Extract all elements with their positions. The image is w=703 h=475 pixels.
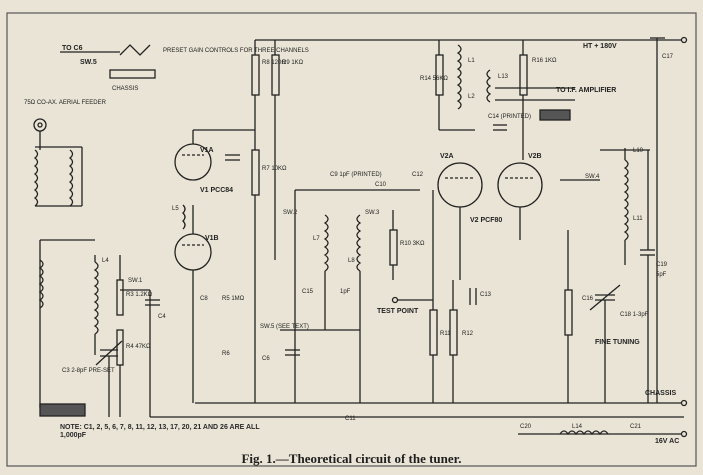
label-preset-gain: PRESET GAIN CONTROLS FOR THREE CHANNELS [163, 48, 309, 54]
label-c8: C8 [200, 296, 208, 302]
label-c9: C9 1pF (PRINTED) [330, 172, 382, 178]
label-c17: C17 [662, 54, 674, 60]
wiring [33, 36, 688, 438]
label-v1: V1 PCC84 [200, 187, 233, 194]
label-c10: C10 [375, 182, 387, 188]
label-l8: L8 [348, 258, 355, 264]
label-sw1: SW.1 [128, 278, 143, 284]
label-sw3: SW.3 [365, 210, 380, 216]
label-v2a: V2A [440, 153, 454, 160]
schematic-border [6, 12, 697, 467]
label-aerial-feeder: 75Ω CO-AX. AERIAL FEEDER [24, 100, 107, 106]
label-l11: L11 [633, 216, 643, 222]
label-r9: R9 1KΩ [282, 60, 304, 66]
label-v2: V2 PCF80 [470, 217, 502, 224]
label-c19: C19 [656, 262, 668, 268]
label-l7: L7 [313, 236, 320, 242]
label-c12: C12 [412, 172, 424, 178]
label-to-if: TO I.F. AMPLIFIER [556, 87, 616, 94]
label-r10: R10 3KΩ [400, 241, 425, 247]
figure-caption: Fig. 1.—Theoretical circuit of the tuner… [241, 451, 462, 466]
label-l1: L1 [468, 58, 475, 64]
label-v2b: V2B [528, 153, 542, 160]
label-r8: R8 120Ω [262, 60, 286, 66]
label-r6: R6 [222, 351, 230, 357]
label-l4: L4 [102, 258, 109, 264]
label-v1a: V1A [200, 147, 214, 154]
label-c11: C11 [345, 416, 356, 422]
label-c14: C14 (PRINTED) [488, 114, 531, 120]
label-16v-ac: 16V AC [655, 438, 679, 445]
label-l10: L10 [633, 148, 644, 154]
label-ht: HT + 180V [583, 43, 617, 50]
label-r5: R5 1MΩ [222, 296, 245, 302]
label-to-c6: TO C6 [62, 45, 83, 52]
label-v1b: V1B [205, 235, 219, 242]
component-note: NOTE: C1, 2, 5, 6, 7, 8, 11, 12, 13, 17,… [60, 424, 260, 439]
label-l2: L2 [468, 94, 475, 100]
label-c13: C13 [480, 292, 492, 298]
label-sw2: SW.2 [283, 210, 298, 216]
label-l14: L14 [572, 424, 583, 430]
label-r4: R4 47KΩ [126, 344, 151, 350]
label-r16: R16 1KΩ [532, 58, 557, 64]
label-c4: C4 [158, 314, 166, 320]
label-fine-tuning: FINE TUNING [595, 339, 640, 346]
label-5pf: 5pF [656, 272, 667, 278]
component-labels: TO C6 SW.5 PRESET GAIN CONTROLS FOR THRE… [24, 43, 679, 445]
label-l5: L5 [172, 206, 179, 212]
label-r7: R7 10KΩ [262, 166, 287, 172]
label-r3: R3 1.2KΩ [126, 292, 153, 298]
label-chassis-top: CHASSIS [112, 86, 138, 92]
label-test-point: TEST POINT [377, 308, 419, 315]
label-c21: C21 [630, 424, 642, 430]
label-sw5: SW.5 [80, 59, 97, 66]
label-sw5-see-text: SW.5 (SEE TEXT) [260, 324, 309, 330]
label-c15: C15 [302, 289, 314, 295]
label-c6: C6 [262, 356, 270, 362]
label-chassis-right: CHASSIS [645, 390, 676, 397]
label-r12: R12 [462, 331, 474, 337]
label-c3: C3 2-8pF PRE-SET [62, 368, 115, 374]
label-l13: L13 [498, 74, 509, 80]
label-r14: R14 56KΩ [420, 76, 448, 82]
label-c18: C18 1-3pF [620, 312, 649, 318]
label-c16: C16 [582, 296, 594, 302]
label-1pf: 1pF [340, 289, 351, 295]
label-c20: C20 [520, 424, 532, 430]
label-r11: R11 [440, 331, 451, 337]
label-sw4: SW.4 [585, 174, 600, 180]
